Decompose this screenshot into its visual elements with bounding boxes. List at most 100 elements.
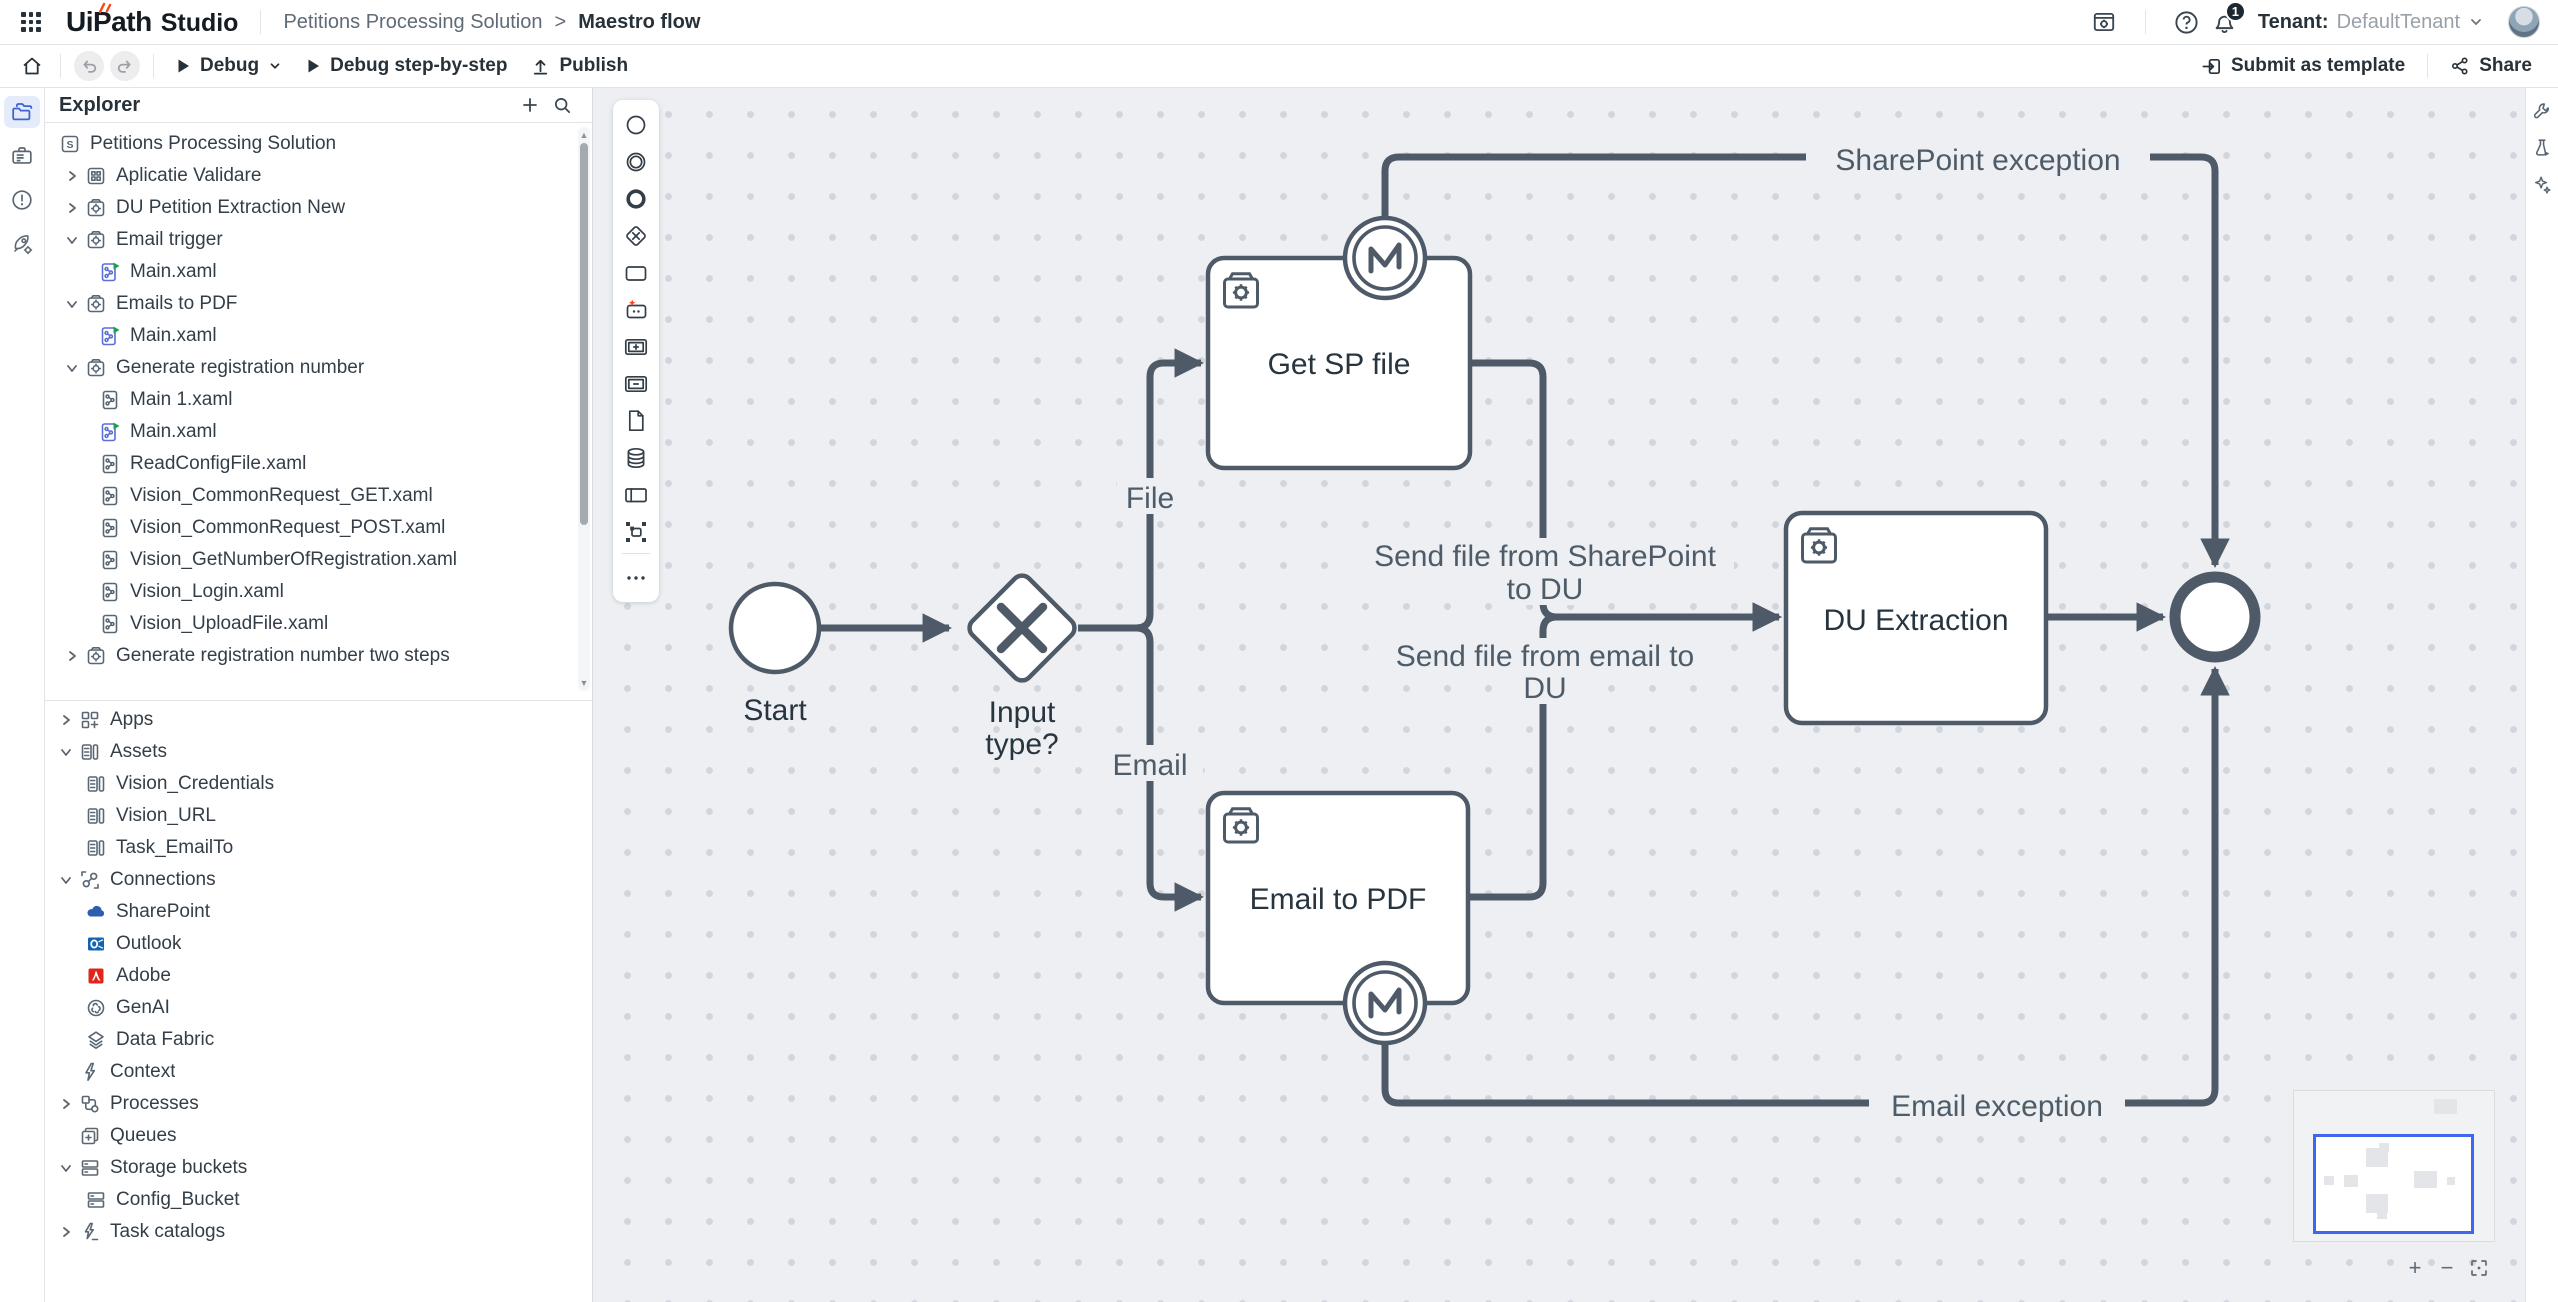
group-tool[interactable] (616, 513, 656, 550)
zoom-out-button[interactable]: − (2435, 1255, 2459, 1280)
chevron-icon[interactable] (53, 1096, 79, 1112)
task-tool[interactable] (616, 254, 656, 291)
tree-item-genai[interactable]: GenAI (45, 992, 592, 1024)
chevron-icon[interactable] (53, 744, 79, 760)
tree-item-emails-to-pdf[interactable]: Emails to PDF (45, 288, 592, 320)
chevron-icon[interactable] (59, 360, 85, 376)
document-tool[interactable] (616, 402, 656, 439)
node-start-event[interactable]: Start (728, 581, 822, 727)
notifications-bell-icon[interactable]: 1 (2206, 1, 2246, 41)
undo-button[interactable] (71, 49, 107, 83)
tree-item-vision-commonrequest-post-xaml[interactable]: Vision_CommonRequest_POST.xaml (45, 512, 592, 544)
add-icon[interactable] (514, 91, 546, 119)
explorer-scrollbar[interactable]: ▲ ▼ (578, 127, 590, 691)
resource-center-icon[interactable] (2085, 3, 2123, 41)
tree-item-generate-registration-number[interactable]: Generate registration number (45, 352, 592, 384)
tree-item-vision-uploadfile-xaml[interactable]: Vision_UploadFile.xaml (45, 608, 592, 640)
avatar[interactable] (2508, 6, 2540, 38)
tree-item-task-emailto[interactable]: Task_EmailTo (45, 832, 592, 864)
pool-tool[interactable] (616, 476, 656, 513)
tree-item-storage-buckets[interactable]: Storage buckets (45, 1152, 592, 1184)
tree-item-vision-credentials[interactable]: Vision_Credentials (45, 768, 592, 800)
chevron-icon[interactable] (59, 232, 85, 248)
boundary-error-event-icon[interactable] (1345, 963, 1425, 1043)
tree-item-email-trigger[interactable]: Email trigger (45, 224, 592, 256)
start-event-tool[interactable] (616, 106, 656, 143)
collapsed-subprocess-tool[interactable] (616, 365, 656, 402)
home-button[interactable] (14, 49, 50, 83)
intermediate-event-tool[interactable] (616, 143, 656, 180)
tree-item-connections[interactable]: Connections (45, 864, 592, 896)
data-store-tool[interactable] (616, 439, 656, 476)
tree-item-apps[interactable]: Apps (45, 704, 592, 736)
node-du-extraction[interactable]: DU Extraction (1783, 510, 2049, 726)
search-icon[interactable] (546, 91, 578, 119)
tree-item-main-xaml[interactable]: Main.xaml (45, 256, 592, 288)
expanded-subprocess-tool[interactable] (616, 328, 656, 365)
edge-emailtopdf-to-du[interactable] (1468, 602, 1782, 901)
fit-view-button[interactable] (2467, 1256, 2491, 1280)
test-flask-icon[interactable] (2529, 135, 2555, 161)
app-launcher-icon[interactable] (18, 9, 44, 35)
minimap[interactable] (2293, 1090, 2495, 1242)
publish-button[interactable]: Publish (519, 49, 640, 83)
tree-item-vision-login-xaml[interactable]: Vision_Login.xaml (45, 576, 592, 608)
gateway-tool[interactable] (616, 217, 656, 254)
tree-item-vision-url[interactable]: Vision_URL (45, 800, 592, 832)
tree-item-main-1-xaml[interactable]: Main 1.xaml (45, 384, 592, 416)
boundary-error-event-icon[interactable] (1345, 218, 1425, 298)
chevron-icon[interactable] (53, 1160, 79, 1176)
redo-button[interactable] (107, 49, 143, 83)
edge-email-exception[interactable] (1381, 666, 2230, 1107)
chevron-icon[interactable] (59, 168, 85, 184)
chevron-icon[interactable] (53, 712, 79, 728)
tree-item-processes[interactable]: Processes (45, 1088, 592, 1120)
tenant-selector[interactable]: Tenant: DefaultTenant (2258, 11, 2484, 34)
share-button[interactable]: Share (2438, 49, 2544, 83)
debug-step-button[interactable]: Debug step-by-step (294, 49, 519, 83)
node-email-to-pdf[interactable]: Email to PDF (1205, 790, 1471, 1006)
node-get-sp-file[interactable]: Get SP file (1205, 255, 1473, 471)
tree-item-config-bucket[interactable]: Config_Bucket (45, 1184, 592, 1216)
chevron-icon[interactable] (53, 1224, 79, 1240)
end-event-tool[interactable] (616, 180, 656, 217)
explorer-rail-folders-icon[interactable] (4, 96, 40, 128)
tree-item-assets[interactable]: Assets (45, 736, 592, 768)
tree-item-main-xaml[interactable]: Main.xaml (45, 320, 592, 352)
tree-item-aplicatie-validare[interactable]: Aplicatie Validare (45, 160, 592, 192)
properties-wrench-icon[interactable] (2529, 98, 2555, 124)
flow-canvas[interactable]: Start Input type? Get SP file Email to P… (593, 88, 2525, 1302)
tree-item-data-fabric[interactable]: Data Fabric (45, 1024, 592, 1056)
rail-issues-icon[interactable] (4, 184, 40, 216)
tree-item-queues[interactable]: Queues (45, 1120, 592, 1152)
chevron-icon[interactable] (59, 200, 85, 216)
node-input-type-gateway[interactable]: Input type? (965, 571, 1078, 761)
tree-item-sharepoint[interactable]: SharePoint (45, 896, 592, 928)
edge-sharepoint-exception[interactable] (1381, 153, 2230, 568)
debug-button[interactable]: Debug (164, 49, 294, 83)
tree-item-task-catalogs[interactable]: Task catalogs (45, 1216, 592, 1248)
tree-item-context[interactable]: Context (45, 1056, 592, 1088)
submit-template-button[interactable]: Submit as template (2189, 49, 2417, 83)
chevron-icon[interactable] (53, 872, 79, 888)
tree-item-adobe[interactable]: Adobe (45, 960, 592, 992)
tree-item-vision-getnumberofregistration-xaml[interactable]: Vision_GetNumberOfRegistration.xaml (45, 544, 592, 576)
tree-item-main-xaml[interactable]: Main.xaml (45, 416, 592, 448)
rail-deploy-rocket-icon[interactable] (4, 228, 40, 260)
tree-item-generate-registration-number-two-steps[interactable]: Generate registration number two steps (45, 640, 592, 672)
tree-item-outlook[interactable]: Outlook (45, 928, 592, 960)
rail-activities-icon[interactable] (4, 140, 40, 172)
tree-item-petitions-processing-solution[interactable]: S Petitions Processing Solution (45, 128, 592, 160)
tree-item-readconfigfile-xaml[interactable]: ReadConfigFile.xaml (45, 448, 592, 480)
scrollbar-thumb[interactable] (580, 143, 588, 525)
autopilot-sparkles-icon[interactable] (2529, 172, 2555, 198)
chevron-icon[interactable] (59, 296, 85, 312)
agent-task-tool[interactable] (616, 291, 656, 328)
help-icon[interactable] (2168, 3, 2206, 41)
tree-item-du-petition-extraction-new[interactable]: DU Petition Extraction New (45, 192, 592, 224)
chevron-icon[interactable] (59, 648, 85, 664)
tree-item-vision-commonrequest-get-xaml[interactable]: Vision_CommonRequest_GET.xaml (45, 480, 592, 512)
node-end-event[interactable] (2169, 571, 2261, 663)
zoom-in-button[interactable]: + (2403, 1255, 2427, 1280)
breadcrumb-root[interactable]: Petitions Processing Solution (283, 10, 543, 33)
